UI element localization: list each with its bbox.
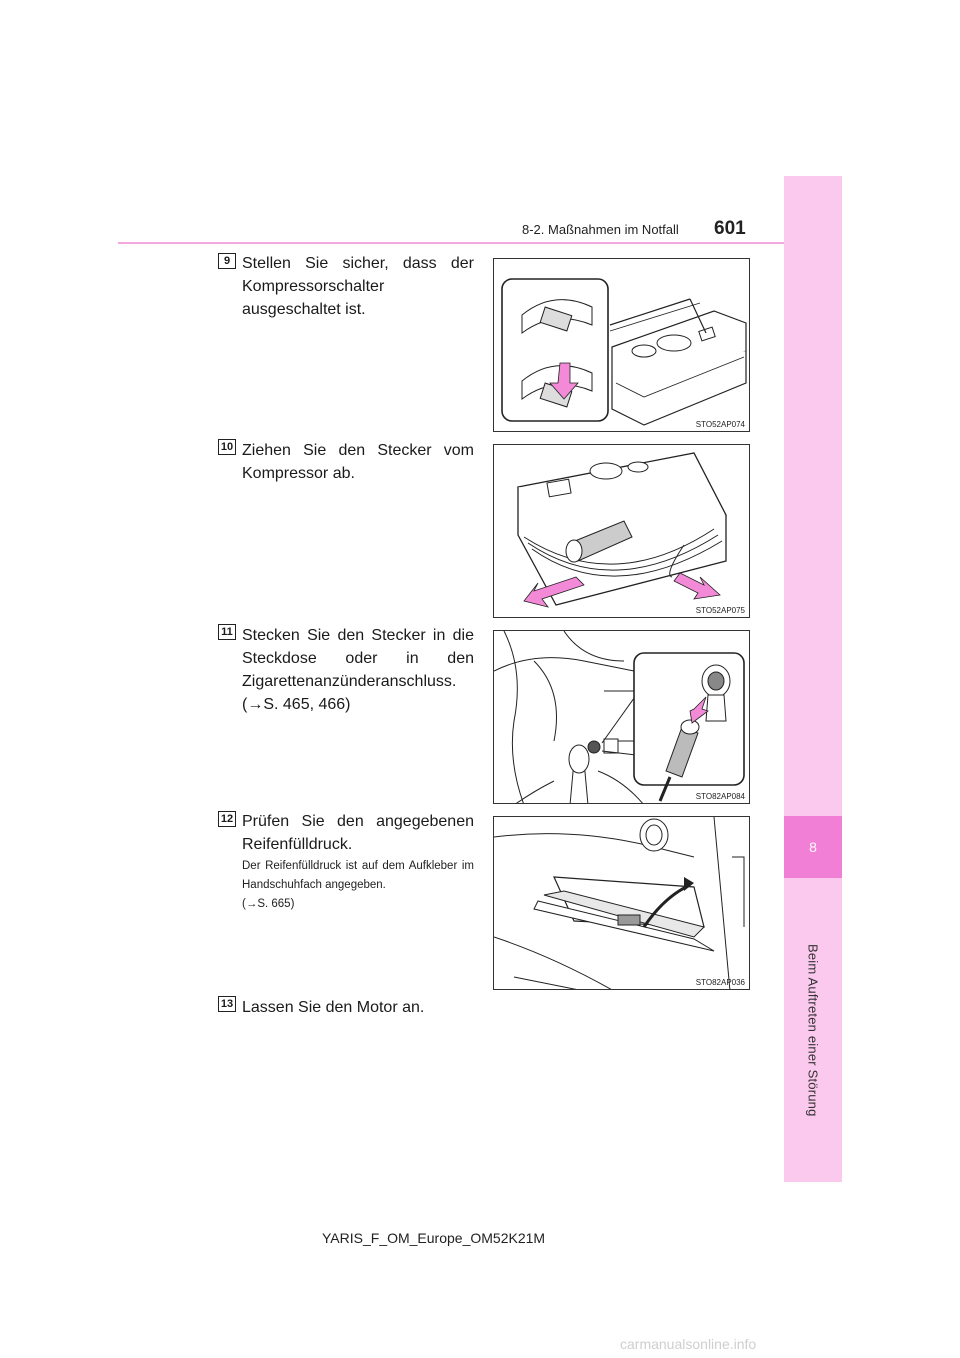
compressor-switch-illustration xyxy=(501,278,747,426)
header-divider xyxy=(118,242,784,244)
step-ref-11[interactable]: (→S. 465, 466) xyxy=(242,696,351,713)
chapter-title-tab[interactable]: Beim Auftreten einer Störung xyxy=(784,878,842,1182)
step-badge-9: 9 xyxy=(218,253,236,269)
figure-unplug-compressor: STO52AP075 xyxy=(493,444,750,618)
figure-socket: STO82AP084 xyxy=(493,630,750,804)
step-text-9: Stellen Sie sicher, dass der Kompressors… xyxy=(242,255,474,318)
figure-code: STO82AP036 xyxy=(695,978,745,987)
step-text-13: Lassen Sie den Motor an. xyxy=(242,999,425,1016)
step-badge-12: 12 xyxy=(218,811,236,827)
document-id: YARIS_F_OM_Europe_OM52K21M xyxy=(322,1230,546,1246)
chapter-title: Beim Auftreten einer Störung xyxy=(805,943,821,1117)
section-title: 8-2. Maßnahmen im Notfall xyxy=(522,222,679,237)
watermark: carmanualsonline.info xyxy=(620,1336,757,1352)
step-badge-11: 11 xyxy=(218,624,236,640)
page-number: 601 xyxy=(714,218,746,239)
side-tab-lower xyxy=(784,878,842,1182)
figure-code: STO52AP074 xyxy=(695,420,745,429)
figure-code: STO82AP084 xyxy=(695,792,745,801)
step-note-12: Der Reifenfülldruck ist auf dem Aufklebe… xyxy=(242,860,474,891)
step-badge-13: 13 xyxy=(218,996,236,1012)
step-text-10: Ziehen Sie den Stecker vom Kompressor ab… xyxy=(242,442,474,482)
figure-code: STO52AP075 xyxy=(695,606,745,615)
step-badge-10: 10 xyxy=(218,439,236,455)
socket-illustration xyxy=(494,631,745,803)
chapter-number: 8 xyxy=(809,839,817,855)
side-tab-upper xyxy=(784,176,842,816)
glovebox-illustration xyxy=(494,817,745,989)
figure-glovebox: STO82AP036 xyxy=(493,816,750,990)
step-ref-12[interactable]: (→S. 665) xyxy=(242,898,295,910)
figure-compressor-switch: STO52AP074 xyxy=(493,258,750,432)
chapter-number-tab[interactable]: 8 xyxy=(784,816,842,878)
step-text-12: Prüfen Sie den angegebenen Reifenfülldru… xyxy=(242,813,474,853)
unplug-compressor-illustration xyxy=(517,452,727,608)
step-text-11: Stecken Sie den Stecker in die Steckdose… xyxy=(242,627,474,690)
